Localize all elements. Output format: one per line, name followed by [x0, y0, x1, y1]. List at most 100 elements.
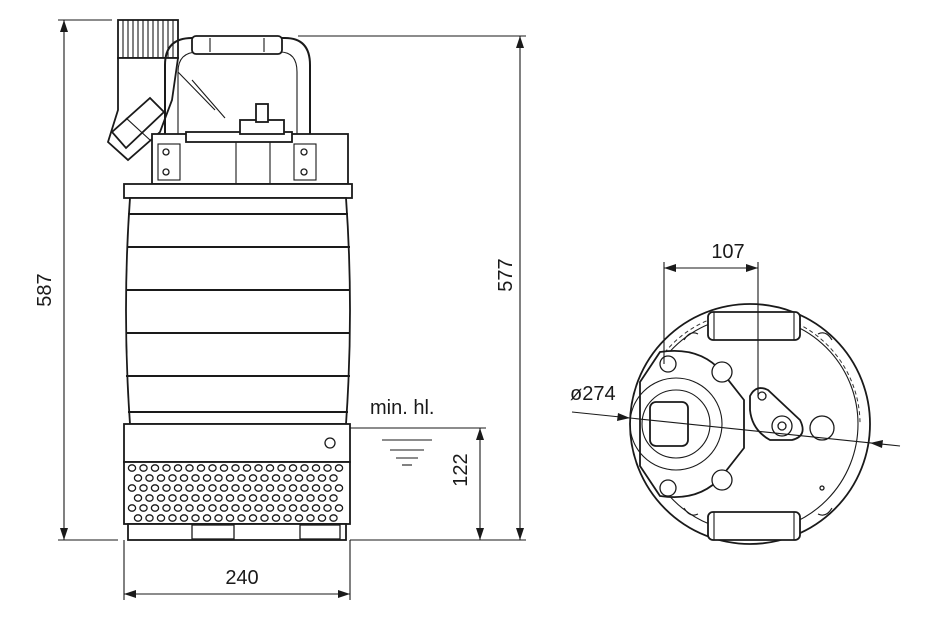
dim-587-label: 587 [34, 273, 56, 306]
dimension-122 [350, 427, 486, 540]
strainer-hole [323, 464, 332, 472]
strainer-hole [185, 484, 194, 492]
strainer-hole [254, 504, 263, 512]
strainer-hole [156, 494, 166, 502]
strainer-hole [219, 464, 229, 472]
strainer-hole [283, 474, 292, 482]
strainer-hole [317, 514, 327, 522]
motor-top-housing [123, 103, 353, 199]
strainer-hole [191, 474, 200, 482]
strainer-hole [139, 484, 148, 492]
strainer-hole [162, 464, 171, 472]
motor-body [125, 197, 351, 425]
strainer-hole [323, 484, 332, 492]
strainer-hole [145, 494, 154, 502]
min-level-label: min. hl. [370, 397, 434, 419]
strainer-hole [242, 464, 252, 472]
strainer-hole [306, 494, 315, 502]
strainer-hole [208, 464, 217, 472]
strainer-hole [133, 494, 143, 502]
strainer-hole [300, 504, 309, 512]
strainer-hole [191, 494, 200, 502]
strainer-hole [277, 464, 286, 472]
strainer-hole [185, 464, 194, 472]
strainer-hole [311, 484, 321, 492]
strainer-hole [277, 504, 286, 512]
strainer-hole [300, 464, 309, 472]
strainer-hole [225, 494, 235, 502]
strainer-hole [202, 514, 212, 522]
strainer-hole [271, 514, 281, 522]
pump-housing [123, 423, 351, 541]
dimension-587 [58, 19, 118, 541]
strainer-hole [168, 514, 177, 522]
strainer-hole [208, 504, 217, 512]
strainer-hole [150, 484, 160, 492]
dimension-107 [663, 262, 759, 396]
strainer-hole [334, 484, 344, 492]
top-view: 107 ø274 [570, 241, 901, 545]
strainer-hole [288, 484, 298, 492]
strainer-hole [248, 494, 258, 502]
strainer-hole [311, 504, 321, 512]
strainer-hole [162, 504, 171, 512]
strainer-hole [288, 504, 298, 512]
side-view: min. hl. 587 577 122 [34, 19, 526, 600]
strainer-hole [283, 494, 292, 502]
discharge-pipe [106, 19, 180, 162]
strainer-hole [271, 474, 281, 482]
dimension-diameter [571, 411, 901, 448]
strainer-holes [127, 464, 344, 522]
strainer-hole [294, 494, 304, 502]
strainer-hole [179, 514, 189, 522]
strainer-hole [260, 474, 269, 482]
strainer-hole [265, 504, 275, 512]
strainer-hole [168, 474, 177, 482]
strainer-hole [191, 514, 200, 522]
strainer-hole [294, 474, 304, 482]
strainer-hole [219, 504, 229, 512]
dim-diameter-label: ø274 [570, 383, 616, 405]
strainer-hole [231, 504, 240, 512]
strainer-hole [179, 494, 189, 502]
strainer-hole [265, 484, 275, 492]
dim-122-label: 122 [450, 453, 472, 486]
strainer-hole [196, 504, 206, 512]
strainer-hole [185, 504, 194, 512]
strainer-hole [214, 514, 223, 522]
dim-107-label: 107 [711, 241, 744, 263]
strainer-hole [300, 484, 309, 492]
strainer-hole [260, 514, 269, 522]
strainer-hole [237, 494, 246, 502]
strainer-hole [202, 474, 212, 482]
dim-577-label: 577 [495, 258, 517, 291]
strainer-hole [173, 504, 183, 512]
strainer-hole [242, 504, 252, 512]
strainer-hole [196, 464, 206, 472]
strainer-hole [334, 464, 344, 472]
strainer-hole [254, 484, 263, 492]
strainer-hole [317, 494, 327, 502]
strainer-hole [323, 504, 332, 512]
strainer-hole [168, 494, 177, 502]
strainer-hole [133, 514, 143, 522]
strainer-hole [179, 474, 189, 482]
strainer-hole [248, 474, 258, 482]
strainer-hole [127, 464, 137, 472]
strainer-hole [231, 484, 240, 492]
strainer-hole [283, 514, 292, 522]
strainer-hole [231, 464, 240, 472]
strainer-hole [202, 494, 212, 502]
strainer-hole [311, 464, 321, 472]
strainer-hole [329, 474, 338, 482]
strainer-hole [219, 484, 229, 492]
dimension-240 [123, 540, 351, 600]
strainer-hole [214, 494, 223, 502]
strainer-hole [237, 514, 246, 522]
strainer-hole [288, 464, 298, 472]
strainer-hole [156, 474, 166, 482]
dimension-577 [298, 35, 526, 541]
strainer-hole [208, 484, 217, 492]
strainer-hole [265, 464, 275, 472]
